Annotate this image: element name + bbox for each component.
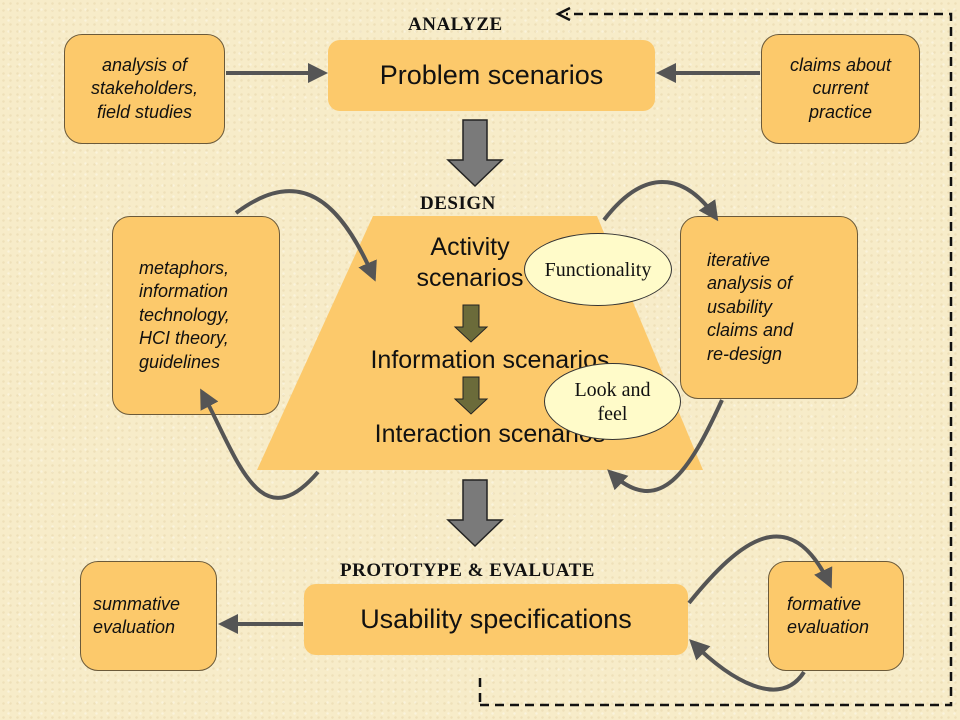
metaphors-box: metaphors, information technology, HCI t… [112, 216, 280, 415]
claims-box: claims about current practice [761, 34, 920, 144]
stage-analyze: ANALYZE [408, 14, 503, 35]
curve-usability-to-formative [687, 534, 833, 605]
down-arrow-activity-to-information [453, 304, 489, 343]
formative-evaluation-box: formative evaluation [768, 561, 904, 671]
look-and-feel-callout: Look and feel [544, 363, 681, 440]
summative-evaluation-box: summative evaluation [80, 561, 217, 671]
dashed-loop-arrowhead [555, 6, 571, 22]
curve-formative-to-usability [689, 639, 806, 692]
down-arrow-analyze-to-design [446, 119, 504, 188]
functionality-callout: Functionality [524, 233, 672, 306]
curve-interaction-to-metaphors [200, 388, 320, 500]
iterative-analysis-box: iterative analysis of usability claims a… [680, 216, 858, 399]
curve-iterative-to-interaction [607, 399, 724, 493]
curve-activity-to-iterative [602, 179, 719, 222]
interaction-scenarios-label: Interaction scenarios [374, 420, 606, 448]
stakeholders-box: analysis of stakeholders, field studies [64, 34, 225, 144]
down-arrow-information-to-interaction [453, 376, 489, 415]
usability-specifications-box: Usability specifications [304, 584, 688, 655]
curve-metaphors-to-activity [234, 189, 377, 282]
activity-scenarios-label: Activity scenarios [416, 233, 524, 293]
usability-specifications-label: Usability specifications [360, 604, 632, 634]
down-arrow-design-to-prototype [446, 479, 504, 548]
dashed-feedback-loop [480, 12, 953, 707]
stage-design: DESIGN [420, 193, 496, 214]
problem-scenarios-box: Problem scenarios [328, 40, 655, 111]
problem-scenarios-label: Problem scenarios [379, 60, 604, 90]
stage-prototype-evaluate: PROTOTYPE & EVALUATE [340, 560, 595, 581]
